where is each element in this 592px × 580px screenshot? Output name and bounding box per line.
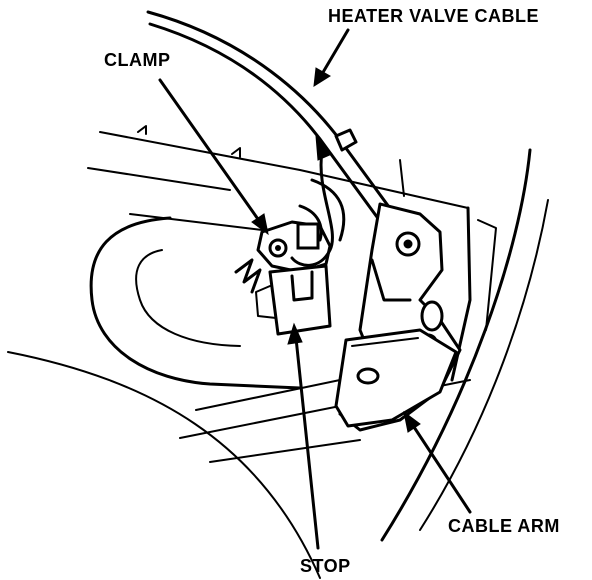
label-cable-arm: CABLE ARM [448, 516, 560, 536]
clamp [234, 178, 346, 294]
housing-outline [7, 125, 549, 579]
leader-cable-arm [403, 410, 472, 514]
leader-stop [287, 322, 320, 550]
label-stop: STOP [300, 556, 351, 576]
label-clamp: CLAMP [104, 50, 171, 70]
stop [255, 264, 332, 336]
label-heater-valve-cable: HEATER VALVE CABLE [328, 6, 539, 26]
movement-arrow [290, 134, 334, 267]
leader-clamp [158, 78, 269, 236]
cable-arm [334, 202, 462, 432]
heater-valve-cable [146, 10, 402, 234]
leader-heater-valve-cable [313, 28, 350, 87]
